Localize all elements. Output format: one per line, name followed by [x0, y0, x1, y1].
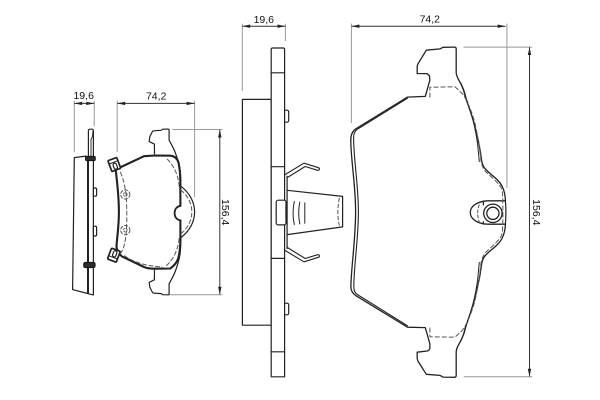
svg-text:19,6: 19,6 [254, 14, 275, 26]
svg-text:156,4: 156,4 [219, 199, 231, 225]
svg-text:74,2: 74,2 [146, 90, 167, 102]
svg-text:156,4: 156,4 [530, 199, 542, 225]
svg-text:74,2: 74,2 [420, 14, 441, 26]
svg-text:19,6: 19,6 [73, 90, 94, 102]
